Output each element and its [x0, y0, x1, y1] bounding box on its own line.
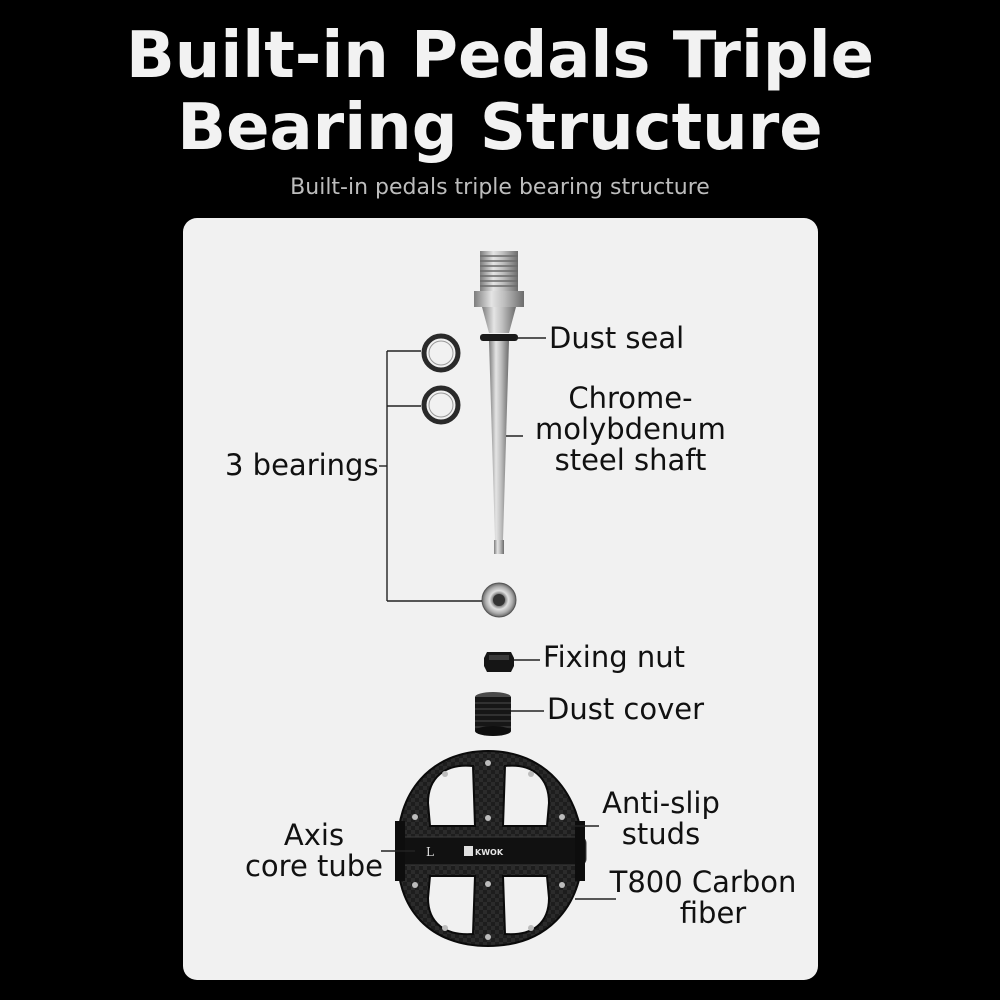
- page-subtitle: Built-in pedals triple bearing structure: [290, 175, 710, 200]
- label-anti-slip-line-1: Anti-slip: [602, 786, 720, 820]
- kwok-logo-icon: [463, 845, 503, 857]
- page-title-line-1: Built-in Pedals Triple: [125, 19, 875, 93]
- label-dust-seal: Dust seal: [549, 321, 685, 355]
- label-carbon-line-1: T800 Carbon: [609, 865, 797, 899]
- label-carbon-line-2: fiber: [679, 896, 747, 930]
- label-anti-slip-studs: Anti-slip studs: [591, 788, 731, 850]
- pedal-side-mark: L: [426, 845, 434, 859]
- label-dust-cover: Dust cover: [547, 692, 705, 726]
- ball-bearing-icon: [481, 582, 517, 618]
- bearing-ring-icon: [421, 385, 461, 425]
- fixing-nut-icon: [484, 652, 514, 672]
- label-anti-slip-line-2: studs: [621, 817, 701, 851]
- bearing-ring-icon: [421, 333, 461, 373]
- label-shaft-line-1: Chrome-: [568, 381, 693, 415]
- steel-shaft-icon: [474, 251, 524, 554]
- exploded-view-diagram: L KWOK: [379, 251, 616, 948]
- label-shaft-line-2: molybdenum: [535, 412, 726, 446]
- page-title-line-2: Bearing Structure: [177, 91, 823, 165]
- label-shaft: Chrome- molybdenum steel shaft: [523, 383, 738, 476]
- label-axis-line-2: core tube: [244, 849, 384, 883]
- label-shaft-line-3: steel shaft: [554, 443, 707, 477]
- exploded-view-panel: L KWOK Dust seal Chrome-: [183, 218, 818, 980]
- label-axis-core-tube: Axis core tube: [239, 820, 389, 882]
- pedal-brand: KWOK: [475, 848, 504, 857]
- label-fixing-nut: Fixing nut: [543, 640, 685, 674]
- label-t800-carbon-fiber: T800 Carbon fiber: [603, 867, 803, 929]
- label-axis-line-1: Axis: [283, 818, 345, 852]
- label-bearings: 3 bearings: [225, 448, 379, 482]
- dust-cover-icon: [475, 692, 511, 736]
